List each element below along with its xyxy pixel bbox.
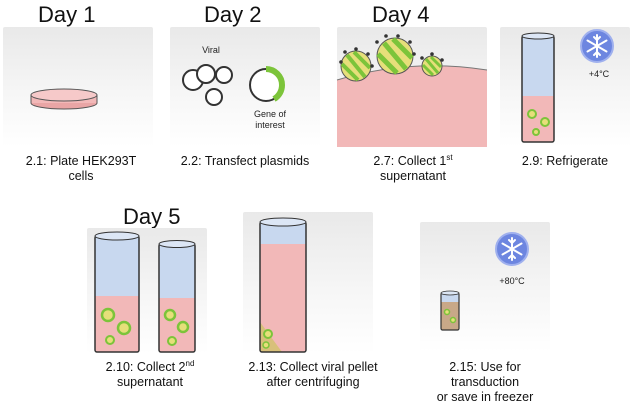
day-2-heading: Day 2 <box>204 2 262 27</box>
caption-2-2: 2.2: Transfect plasmids <box>180 154 310 168</box>
virus-particle <box>421 55 443 77</box>
virus-particle <box>376 37 414 75</box>
label-viral: Viral <box>202 45 220 55</box>
caption-2-9: 2.9: Refrigerate <box>521 154 609 168</box>
panel-plate-cells <box>3 27 153 147</box>
label-gene-of-interest: Gene of interest <box>253 109 287 130</box>
viral-plasmid-3 <box>215 66 233 84</box>
viral-plasmid-4 <box>205 88 223 106</box>
caption-2-13: 2.13: Collect viral pellet after centrif… <box>248 360 378 389</box>
viral-plasmid-2 <box>196 64 216 84</box>
day-4-heading: Day 4 <box>372 2 430 27</box>
label-freezer-temp: +80°C <box>499 276 525 286</box>
day-5-heading: Day 5 <box>123 204 181 229</box>
snowflake-icon <box>580 29 614 63</box>
caption-2-10: 2.10: Collect 2nd supernatant <box>105 358 195 389</box>
virus-particle <box>340 50 372 82</box>
snowflake-icon <box>495 232 529 266</box>
virus-in-tube <box>527 109 550 136</box>
label-fridge-temp: +4°C <box>588 69 610 79</box>
day-1-heading: Day 1 <box>38 2 96 27</box>
caption-2-1: 2.1: Plate HEK293T cells <box>25 154 137 183</box>
caption-2-7: 2.7: Collect 1st supernatant <box>373 152 453 183</box>
caption-2-15: 2.15: Use for transduction or save in fr… <box>436 360 534 404</box>
